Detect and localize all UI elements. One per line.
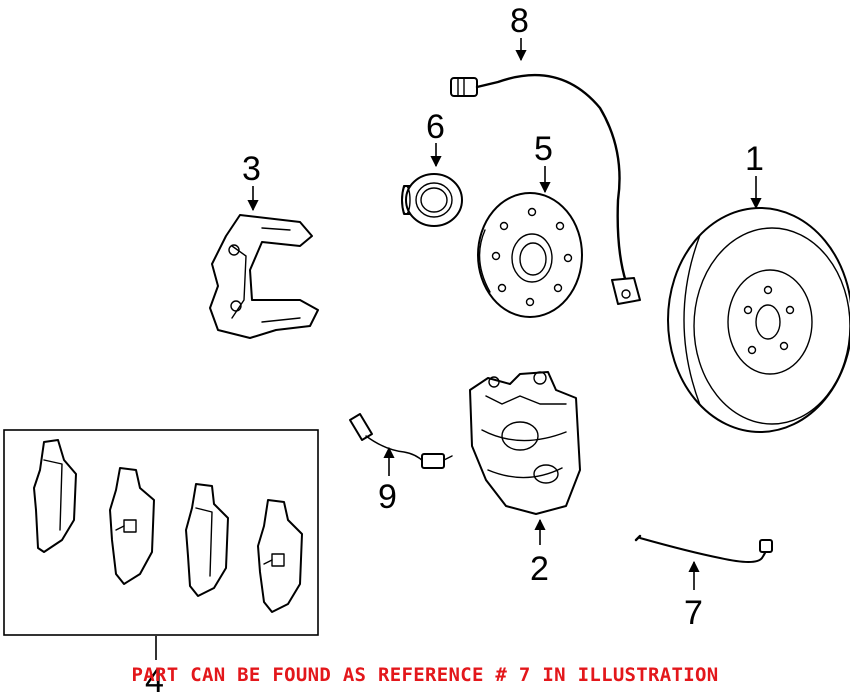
callout-2: 2 [530, 550, 549, 588]
brake-caliper [469, 371, 581, 515]
part-reference-notice: PART CAN BE FOUND AS REFERENCE # 7 IN IL… [131, 664, 719, 686]
pad-wear-sensor [349, 413, 453, 469]
brake-pad-set [3, 429, 319, 636]
callout-6: 6 [426, 108, 445, 146]
wheel-hub [477, 192, 583, 318]
caliper-bracket [209, 214, 319, 339]
callout-1: 1 [745, 140, 764, 178]
callout-4: 4 [145, 662, 164, 695]
callout-9: 9 [378, 478, 397, 516]
pad-wear-sensor-rear [634, 534, 773, 563]
wheel-bearing [401, 173, 463, 227]
callout-8: 8 [510, 2, 529, 40]
speed-sensor [450, 74, 641, 305]
callout-5: 5 [534, 130, 553, 168]
brake-rotor [667, 207, 850, 433]
callout-3: 3 [242, 150, 261, 188]
callout-7: 7 [684, 594, 703, 632]
